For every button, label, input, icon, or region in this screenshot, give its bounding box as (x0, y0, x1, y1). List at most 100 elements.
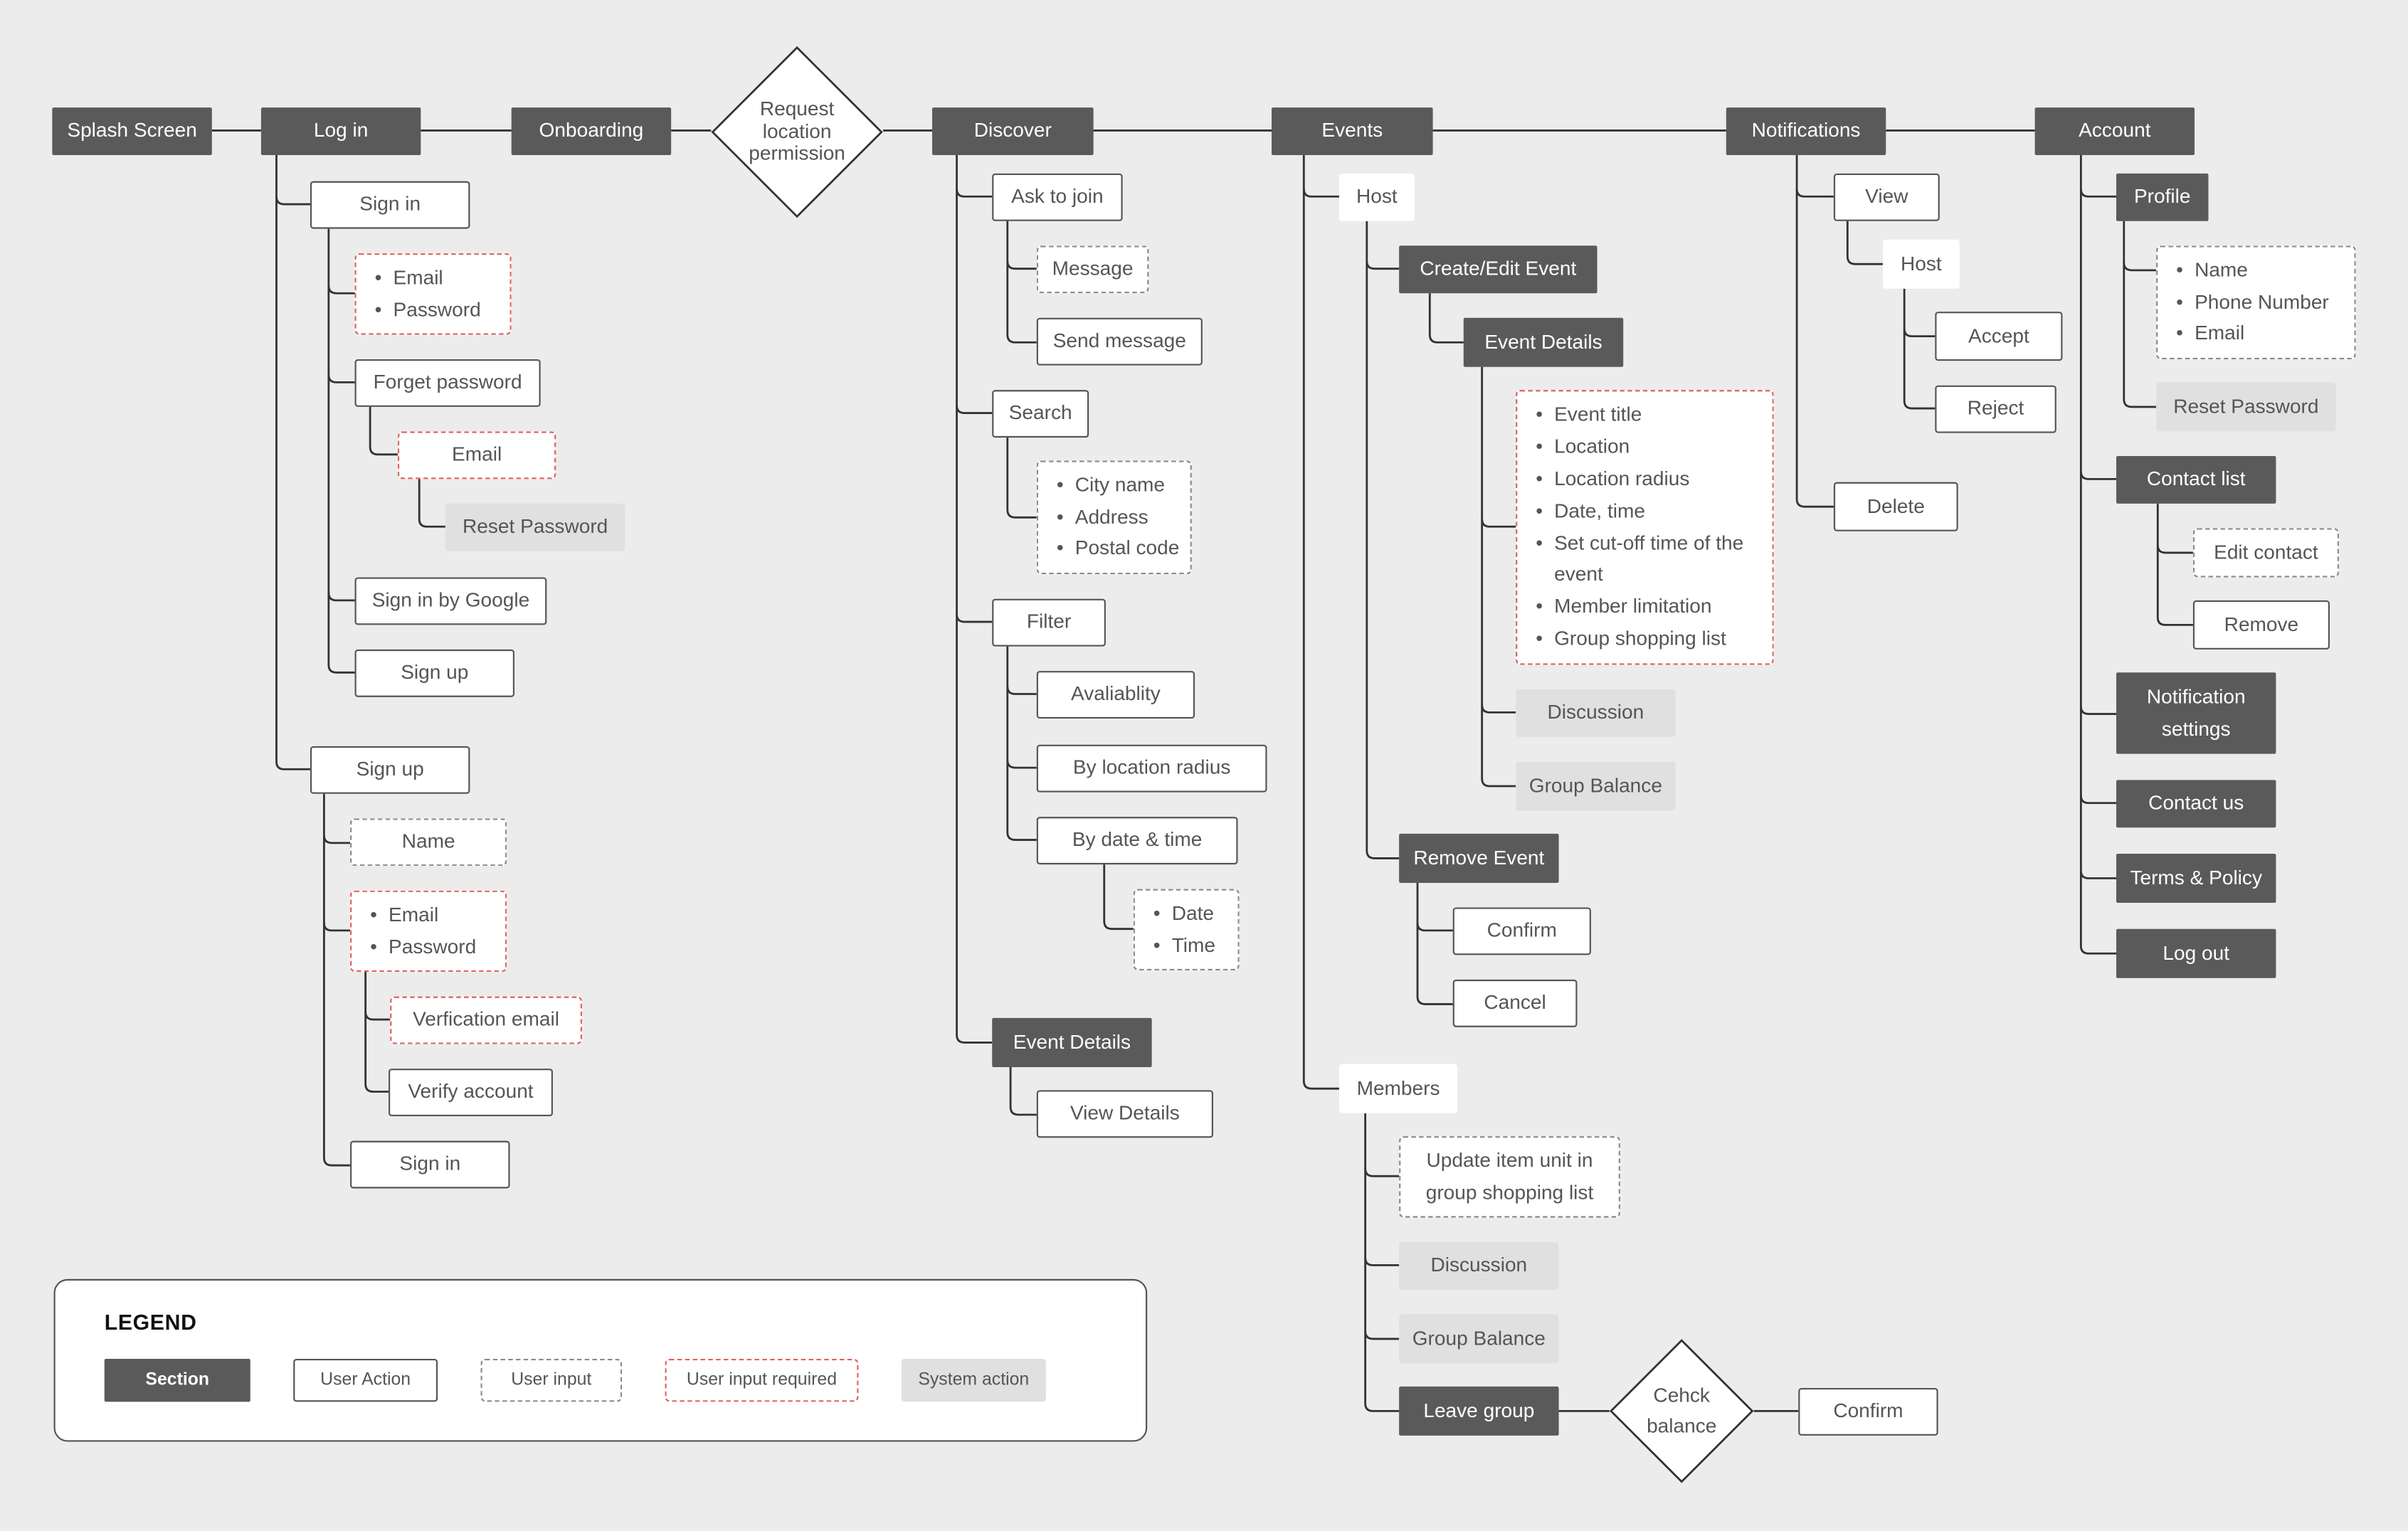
leave-group-node: Leave group (1399, 1386, 1559, 1436)
credentials-list: Email Password (371, 262, 481, 326)
list-item: Event title (1533, 400, 1748, 432)
list-item: Name (2173, 255, 2329, 287)
request-location-decision: Request location permission (711, 46, 883, 218)
legend-user-action-swatch: User Action (293, 1359, 438, 1402)
sign-up-credentials-list: Email Password (367, 899, 476, 963)
event-detail-fields-list: Event title Location Location radius Dat… (1533, 400, 1748, 655)
message-node: Message (1036, 245, 1149, 294)
list-item: Date, time (1533, 495, 1748, 527)
list-item: Set cut-off time of the event (1533, 527, 1748, 591)
remove-cancel-node: Cancel (1452, 979, 1578, 1027)
list-item: Email (367, 899, 476, 931)
verification-email-node: Verfication email (390, 996, 582, 1044)
sign-up-link-node: Sign up (354, 649, 514, 697)
discover-event-details-node: Event Details (992, 1017, 1152, 1067)
request-location-label: Request location permission (749, 96, 845, 165)
splash-screen-node: Splash Screen (52, 107, 212, 155)
event-detail-fields-node: Event title Location Location radius Dat… (1516, 390, 1774, 665)
availability-node: Avaliablity (1036, 671, 1195, 719)
list-item: Member limitation (1533, 591, 1748, 623)
discover-section-node: Discover (932, 107, 1094, 155)
date-time-list: Date Time (1150, 898, 1215, 962)
remove-contact-node: Remove (2192, 600, 2330, 650)
view-details-node: View Details (1036, 1090, 1213, 1138)
remove-event-node: Remove Event (1399, 833, 1559, 883)
sign-up-node: Sign up (310, 746, 470, 794)
ask-to-join-node: Ask to join (992, 173, 1123, 221)
list-item: Date (1150, 898, 1215, 930)
legend-user-input-required-swatch: User input required (665, 1359, 859, 1402)
edit-contact-node: Edit contact (2192, 528, 2339, 578)
list-item: Address (1054, 502, 1180, 534)
sign-in-google-node: Sign in by Google (354, 577, 547, 625)
host-event-details-node: Event Details (1463, 317, 1624, 367)
sign-up-name-node: Name (350, 818, 507, 867)
notification-host-node: Host (1882, 239, 1960, 289)
list-item: Password (367, 931, 476, 963)
sign-up-sign-in-node: Sign in (350, 1140, 510, 1189)
contact-us-node: Contact us (2116, 780, 2276, 828)
list-item: Phone Number (2173, 287, 2329, 319)
date-time-fields-node: Date Time (1133, 889, 1240, 970)
profile-node: Profile (2116, 173, 2209, 221)
legend-system-action-swatch: System action (901, 1359, 1046, 1402)
account-section-node: Account (2034, 107, 2195, 155)
event-group-balance-node: Group Balance (1516, 761, 1676, 811)
account-reset-password-node: Reset Password (2156, 382, 2336, 432)
diamond-shape (711, 46, 883, 218)
leave-confirm-node: Confirm (1798, 1388, 1938, 1436)
by-date-time-node: By date & time (1036, 817, 1238, 865)
search-fields-node: City name Address Postal code (1036, 460, 1192, 575)
members-discussion-node: Discussion (1399, 1241, 1559, 1290)
reject-node: Reject (1935, 385, 2056, 433)
delete-node: Delete (1833, 482, 1958, 531)
check-balance-decision: Cehck balance (1609, 1339, 1754, 1483)
notifications-section-node: Notifications (1726, 107, 1886, 155)
list-item: Email (2173, 319, 2329, 351)
check-balance-label: Cehck balance (1647, 1383, 1717, 1438)
sign-up-credentials-node: Email Password (350, 890, 507, 973)
event-discussion-node: Discussion (1516, 689, 1676, 737)
profile-fields-node: Name Phone Number Email (2156, 245, 2356, 360)
list-item: City name (1054, 470, 1180, 502)
log-out-node: Log out (2116, 928, 2276, 978)
legend-title: LEGEND (104, 1309, 197, 1335)
verify-account-node: Verify account (389, 1069, 553, 1117)
forget-password-node: Forget password (354, 359, 541, 407)
list-item: Password (371, 294, 481, 326)
credentials-input-node: Email Password (354, 253, 512, 335)
reset-password-node: Reset Password (445, 503, 625, 551)
contact-list-node: Contact list (2116, 455, 2276, 504)
notification-view-node: View (1833, 173, 1940, 221)
login-section-node: Log in (260, 107, 421, 155)
profile-fields-list: Name Phone Number Email (2173, 255, 2329, 351)
list-item: Postal code (1054, 534, 1180, 566)
notification-settings-node: Notification settings (2116, 672, 2276, 754)
list-item: Location radius (1533, 464, 1748, 496)
list-item: Location (1533, 432, 1748, 464)
legend-section-swatch: Section (104, 1359, 250, 1402)
update-item-node: Update item unit in group shopping list (1399, 1136, 1620, 1218)
forget-email-node: Email (397, 431, 556, 480)
list-item: Email (371, 262, 480, 294)
accept-node: Accept (1935, 312, 2063, 361)
filter-node: Filter (992, 598, 1106, 647)
search-fields-list: City name Address Postal code (1054, 470, 1180, 566)
legend-user-input-swatch: User input (480, 1359, 623, 1402)
send-message-node: Send message (1036, 317, 1203, 366)
list-item: Time (1150, 930, 1215, 962)
members-group-balance-node: Group Balance (1399, 1314, 1559, 1364)
create-edit-event-node: Create/Edit Event (1399, 245, 1598, 294)
members-node: Members (1338, 1064, 1458, 1113)
legend-box: LEGEND Section User Action User input Us… (53, 1278, 1148, 1442)
by-location-radius-node: By location radius (1036, 744, 1267, 793)
remove-confirm-node: Confirm (1452, 907, 1591, 955)
events-section-node: Events (1271, 107, 1433, 155)
sign-in-node: Sign in (310, 181, 470, 229)
diamond-shape (1609, 1339, 1754, 1483)
search-node: Search (992, 390, 1089, 438)
terms-policy-node: Terms & Policy (2116, 853, 2276, 904)
list-item: Group shopping list (1533, 623, 1748, 655)
